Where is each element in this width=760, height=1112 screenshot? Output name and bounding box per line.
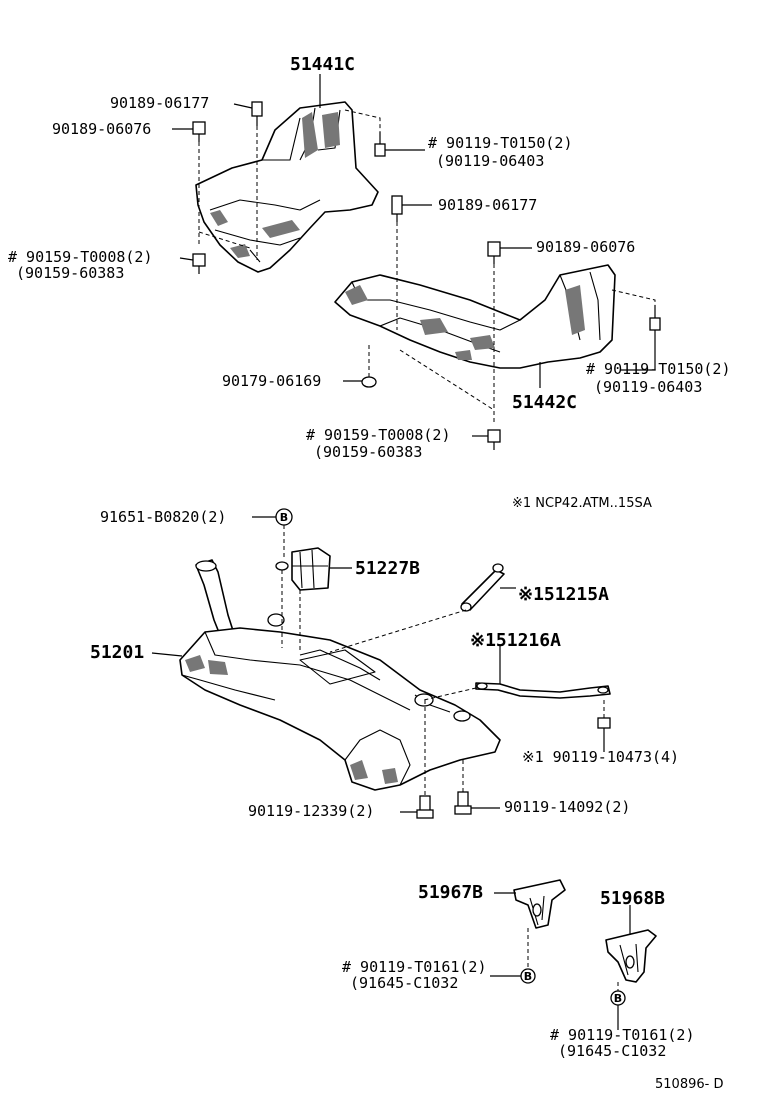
label-90179-06169: 90179-06169 [222, 372, 321, 390]
label-90119-14092: 90119-14092(2) [504, 798, 630, 816]
guide-lines-middle [281, 570, 605, 796]
bracket-51967b [513, 879, 566, 929]
brace-51215a [460, 563, 505, 612]
callout-b-bottom-2: B [610, 990, 626, 1006]
front-crossmember [179, 559, 501, 791]
label-90119-t0161-a: # 90119-T0161(2) [342, 958, 487, 976]
callout-b-bottom-1: B [520, 968, 536, 984]
label-91651-b0820: 91651-B0820(2) [100, 508, 226, 526]
label-51216a: ※151216A [470, 630, 561, 651]
callout-b-bottom-2-letter: B [614, 992, 622, 1005]
leaders-middle [151, 567, 605, 813]
labels-middle: 91651-B0820(2) 51227B ※151215A 51201 ※15… [90, 508, 679, 820]
label-51967b: 51967B [418, 882, 483, 903]
rear-engine-under-cover [334, 264, 616, 369]
label-90189-06076-b: 90189-06076 [536, 238, 635, 256]
label-90189-06177-a: 90189-06177 [110, 94, 209, 112]
guide-lines-top [198, 109, 656, 425]
labels-bottom: 51967B 51968B # 90119-T0161(2) (91645-C1… [342, 882, 695, 1060]
label-91645-c1032-a: (91645-C1032 [350, 974, 458, 992]
label-90119-t0150-b: # 90119-T0150(2) [586, 360, 731, 378]
brace-51216a [475, 682, 611, 699]
label-90119-t0161-b: # 90119-T0161(2) [550, 1026, 695, 1044]
label-90119-06403-a: (90119-06403 [436, 152, 544, 170]
label-90119-10473: ※1 90119-10473(4) [522, 748, 679, 766]
diagram-code: 510896- D [655, 1077, 723, 1092]
label-90119-12339: 90119-12339(2) [248, 802, 374, 820]
leaders-top [172, 74, 656, 437]
label-90189-06177-b: 90189-06177 [438, 196, 537, 214]
label-90159-60383-b: (90159-60383 [314, 443, 422, 461]
label-90189-06076-a: 90189-06076 [52, 120, 151, 138]
front-engine-under-cover [195, 101, 379, 273]
bracket-51968b [605, 929, 657, 983]
label-51968b: 51968B [600, 888, 665, 909]
label-51442c: 51442C [512, 392, 577, 413]
callout-b-middle-letter: B [280, 511, 288, 524]
label-91645-c1032-b: (91645-C1032 [558, 1042, 666, 1060]
labels-top: 51441C 90189-06177 90189-06076 # 90119-T… [8, 54, 731, 461]
label-90159-t0008-a: # 90159-T0008(2) [8, 248, 153, 266]
label-51201: 51201 [90, 642, 144, 663]
label-90159-60383-a: (90159-60383 [16, 264, 124, 282]
callout-b-middle: B [252, 508, 293, 560]
label-51215a: ※151215A [518, 584, 609, 605]
note-ncp42: ※1 NCP42.ATM..15SA [512, 496, 652, 511]
fasteners-middle [416, 717, 611, 819]
label-90119-06403-b: (90119-06403 [594, 378, 702, 396]
label-90159-t0008-b: # 90159-T0008(2) [306, 426, 451, 444]
callout-b-bottom-1-letter: B [524, 970, 532, 983]
leaders-bottom [490, 892, 631, 1030]
label-90119-t0150-a: # 90119-T0150(2) [428, 134, 573, 152]
label-51227b: 51227B [355, 558, 420, 579]
bracket-51227b [275, 547, 331, 591]
label-51441c: 51441C [290, 54, 355, 75]
